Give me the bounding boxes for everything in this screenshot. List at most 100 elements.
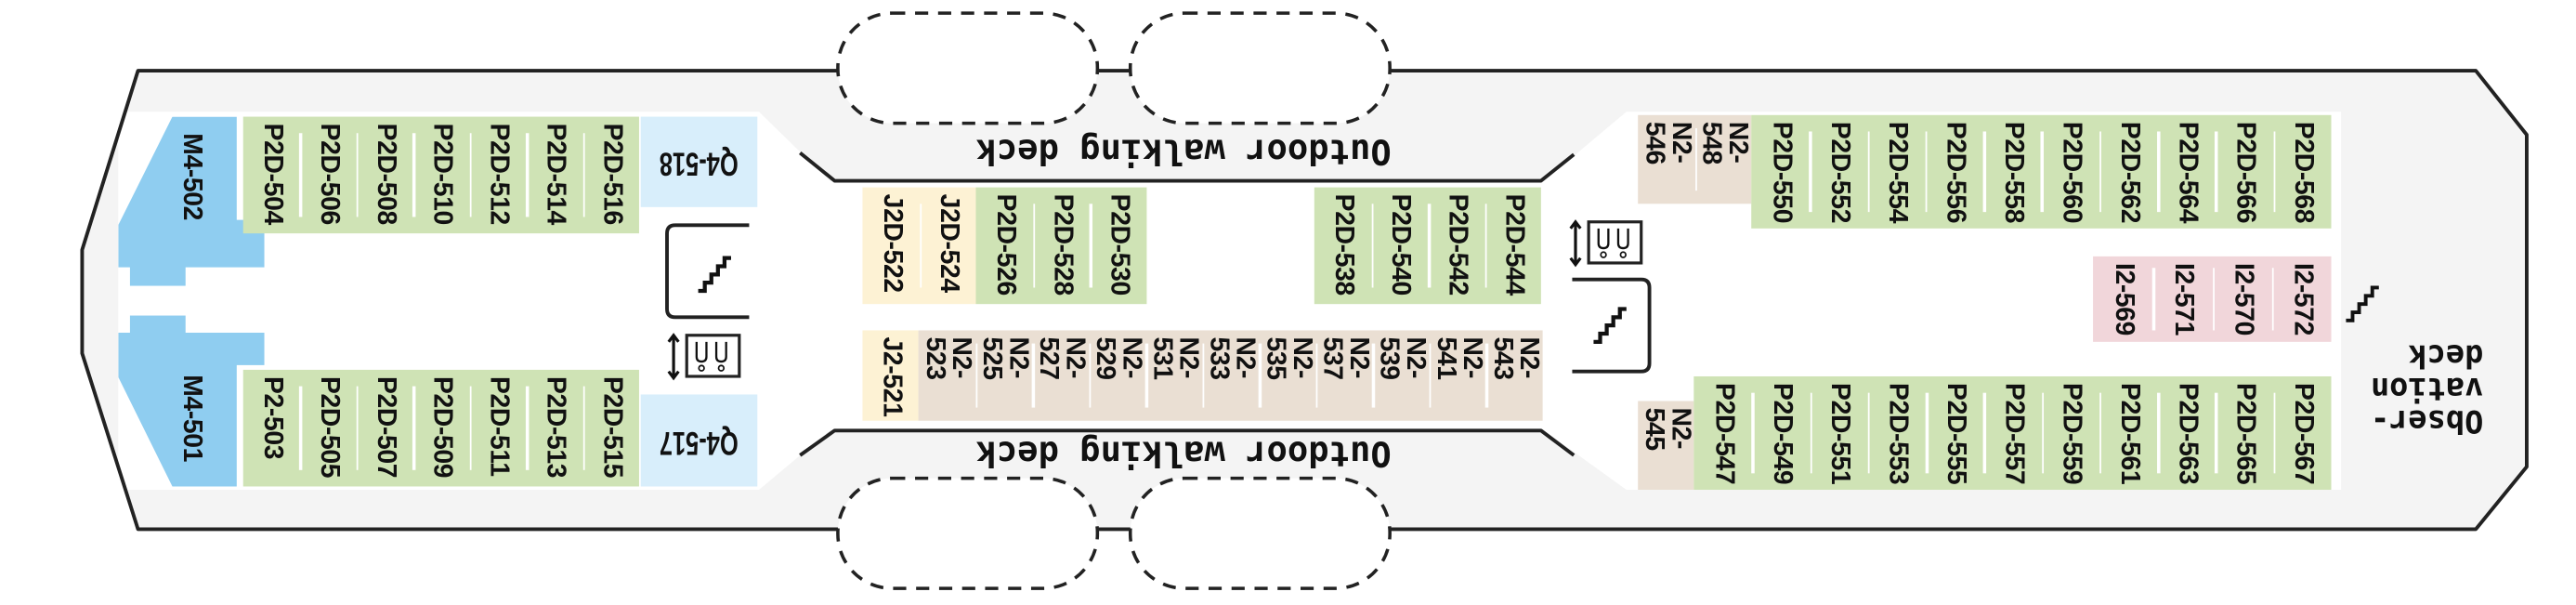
stairs-icon [2346, 285, 2379, 322]
cabin-n2-546[interactable]: N2-546 [1638, 115, 1694, 204]
cabin-label: I2-571 [2169, 262, 2198, 336]
cabin-label: Q4-518 [660, 144, 739, 181]
cabin-p2d-515[interactable]: P2D-515 [582, 370, 639, 487]
cabin-q4-518[interactable]: Q4-518 [640, 116, 758, 207]
cabin-p2d-562[interactable]: P2D-562 [2099, 115, 2157, 229]
cabin-n2-543[interactable]: N2-543 [1485, 330, 1543, 420]
cabin-label: P2D-559 [2057, 383, 2086, 485]
cabin-p2d-510[interactable]: P2D-510 [412, 117, 469, 234]
cabin-p2d-560[interactable]: P2D-560 [2041, 115, 2099, 229]
cabin-label: P2D-513 [541, 375, 569, 479]
cabin-p2d-511[interactable]: P2D-511 [469, 370, 526, 487]
cabin-n2-541[interactable]: N2-541 [1429, 330, 1485, 420]
cabin-label: P2D-553 [1883, 383, 1912, 485]
cabin-p2d-513[interactable]: P2D-513 [526, 370, 582, 487]
cabin-label: P2D-561 [2114, 383, 2143, 485]
cabin-p2d-547[interactable]: P2D-547 [1693, 376, 1751, 490]
cabin-label: N2-535 [1261, 336, 1315, 380]
cabin-label: I2-572 [2288, 262, 2317, 336]
cabin-j2d-522[interactable]: J2D-522 [862, 188, 919, 305]
cabin-p2d-556[interactable]: P2D-556 [1925, 115, 1982, 229]
cabin-p2d-540[interactable]: P2D-540 [1370, 188, 1428, 305]
cabin-n2-548[interactable]: N2-548 [1694, 115, 1751, 204]
cabin-p2d-509[interactable]: P2D-509 [412, 370, 469, 487]
cabin-p2d-567[interactable]: P2D-567 [2272, 376, 2331, 490]
cabin-label: I2-569 [2109, 262, 2138, 336]
cabin-label: P2D-549 [1767, 383, 1796, 485]
cabin-p2d-552[interactable]: P2D-552 [1809, 115, 1867, 229]
cabin-p2d-554[interactable]: P2D-554 [1867, 115, 1925, 229]
cabin-label: P2D-514 [541, 123, 569, 225]
cabin-n2-545[interactable]: N2-545 [1638, 401, 1693, 490]
cabin-label: P2D-538 [1329, 193, 1358, 296]
cabin-label: P2D-511 [484, 375, 513, 477]
cabin-p2d-553[interactable]: P2D-553 [1867, 376, 1925, 490]
cabin-label: P2D-558 [1998, 121, 2028, 224]
cabin-label: P2D-516 [597, 123, 626, 225]
cabin-p2d-563[interactable]: P2D-563 [2157, 376, 2215, 490]
cabin-label: P2D-512 [484, 123, 513, 225]
cabin-p2d-568[interactable]: P2D-568 [2273, 115, 2331, 229]
cabin-row-fwd-n-bottom: N2-545 [1638, 401, 1694, 491]
cabin-label: N2-541 [1431, 336, 1486, 380]
cabin-n2-527[interactable]: N2-527 [1031, 330, 1089, 420]
cabin-p2d-514[interactable]: P2D-514 [526, 117, 582, 234]
cabin-i2-571[interactable]: I2-571 [2152, 256, 2212, 342]
cabin-n2-529[interactable]: N2-529 [1088, 330, 1145, 420]
cabin-n2-525[interactable]: N2-525 [974, 330, 1032, 420]
cabin-i2-572[interactable]: I2-572 [2271, 256, 2331, 342]
cabin-p2d-505[interactable]: P2D-505 [299, 370, 357, 487]
cabin-n2-537[interactable]: N2-537 [1315, 330, 1372, 420]
cabin-p2d-506[interactable]: P2D-506 [299, 117, 357, 234]
cabin-p2d-528[interactable]: P2D-528 [1032, 188, 1090, 305]
cabin-n2-535[interactable]: N2-535 [1259, 330, 1315, 420]
cabin-label: P2D-505 [314, 375, 343, 479]
cabin-row-mid-j-bottom: J2-521 [862, 330, 919, 421]
cabin-p2d-512[interactable]: P2D-512 [469, 117, 526, 234]
cabin-p2d-551[interactable]: P2D-551 [1810, 376, 1867, 490]
cabin-q4-517[interactable]: Q4-517 [640, 394, 758, 487]
cabin-i2-570[interactable]: I2-570 [2212, 256, 2271, 342]
cabin-p2d-504[interactable]: P2D-504 [243, 117, 300, 234]
cabin-label: P2D-510 [427, 123, 456, 225]
cabin-p2d-507[interactable]: P2D-507 [356, 370, 412, 487]
cabin-n2-523[interactable]: N2-523 [919, 330, 975, 420]
cabin-j2d-524[interactable]: J2D-524 [919, 188, 975, 305]
cabin-label: P2D-551 [1825, 383, 1854, 485]
cabin-p2d-516[interactable]: P2D-516 [582, 117, 639, 234]
cabin-p2d-508[interactable]: P2D-508 [356, 117, 412, 234]
cabin-p2d-542[interactable]: P2D-542 [1427, 188, 1484, 305]
cabin-p2d-558[interactable]: P2D-558 [1982, 115, 2041, 229]
cabin-n2-533[interactable]: N2-533 [1202, 330, 1259, 420]
cabin-label: P2D-526 [990, 193, 1020, 296]
cabin-n2-531[interactable]: N2-531 [1144, 330, 1202, 420]
cabin-p2d-561[interactable]: P2D-561 [2099, 376, 2157, 490]
cabin-p2d-565[interactable]: P2D-565 [2215, 376, 2273, 490]
cabin-i2-569[interactable]: I2-569 [2093, 256, 2152, 342]
cabin-p2-503[interactable]: P2-503 [243, 370, 300, 487]
cabin-p2d-564[interactable]: P2D-564 [2157, 115, 2215, 229]
cabin-n2-539[interactable]: N2-539 [1372, 330, 1429, 420]
cabin-label: Q4-517 [660, 423, 739, 460]
cabin-label: P2D-507 [371, 375, 399, 479]
cabin-p2d-566[interactable]: P2D-566 [2215, 115, 2273, 229]
elevator-icon [667, 333, 741, 381]
cabin-p2d-549[interactable]: P2D-549 [1751, 376, 1810, 490]
cabin-p2d-544[interactable]: P2D-544 [1484, 188, 1541, 305]
cabin-p2d-559[interactable]: P2D-559 [2041, 376, 2099, 490]
cabin-label: N2-543 [1487, 336, 1543, 380]
cabin-p2d-557[interactable]: P2D-557 [1983, 376, 2041, 490]
cabin-p2d-530[interactable]: P2D-530 [1090, 188, 1146, 305]
cabin-p2d-550[interactable]: P2D-550 [1751, 115, 1809, 229]
cabin-label: P2D-560 [2057, 121, 2086, 224]
cabin-label: N2-525 [976, 336, 1032, 380]
cabin-p2d-555[interactable]: P2D-555 [1925, 376, 1983, 490]
cabin-j2-521[interactable]: J2-521 [862, 330, 918, 420]
cabin-p2d-538[interactable]: P2D-538 [1314, 188, 1371, 305]
cabin-p2d-526[interactable]: P2D-526 [975, 188, 1032, 305]
